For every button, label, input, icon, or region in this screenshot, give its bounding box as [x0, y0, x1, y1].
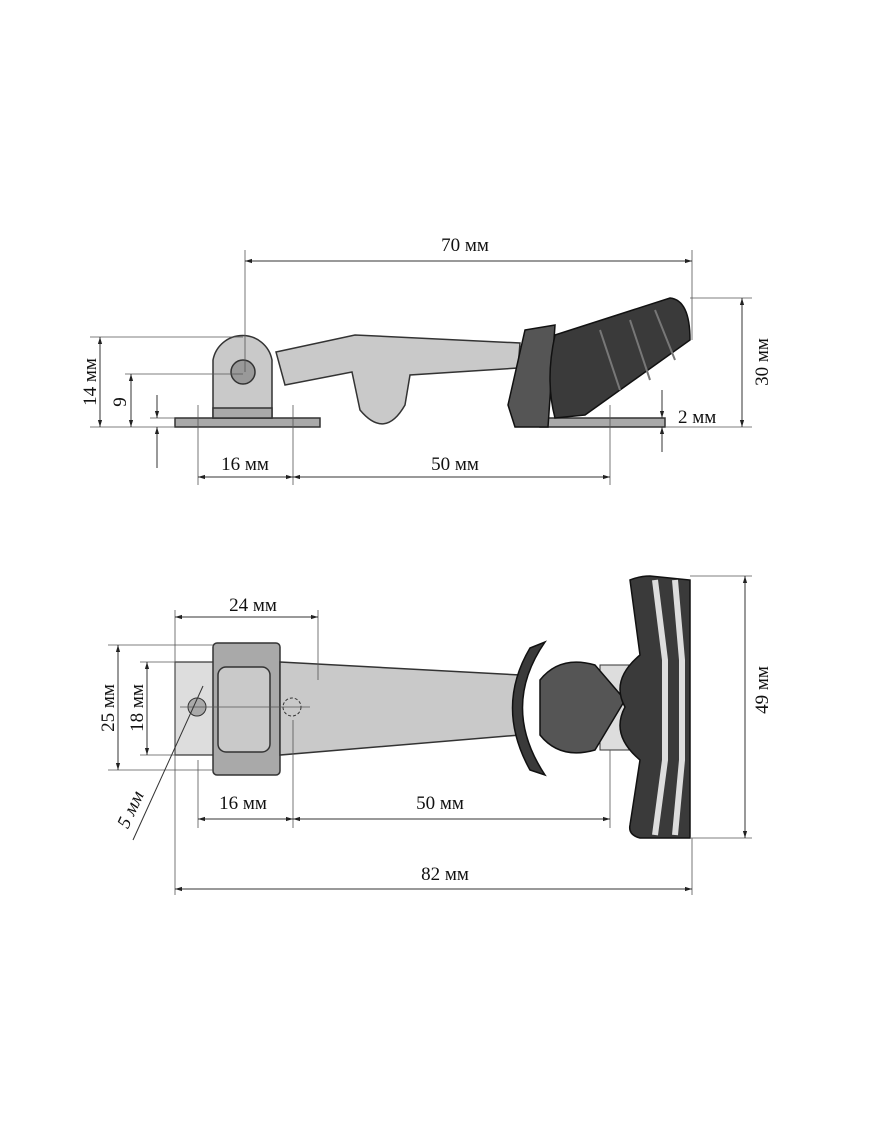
handle-ribs — [599, 309, 676, 391]
dim-overall-length-top: 82 мм — [421, 864, 469, 885]
dim-hole-spacing: 50 мм — [431, 454, 479, 475]
side-view: 70 мм 30 мм 14 мм 9 2 мм 16 мм 50 мм — [80, 235, 773, 485]
top-view: 24 мм 25 мм 18 мм 5 мм 16 мм 50 мм 82 мм… — [98, 575, 773, 895]
catch-hook — [539, 661, 626, 754]
t-handle — [619, 575, 691, 839]
dim-overall-length: 70 мм — [441, 235, 489, 256]
dim-height: 30 мм — [752, 338, 773, 386]
rubber-seal — [511, 640, 548, 777]
dim-hinge-length: 24 мм — [229, 595, 277, 616]
dim-hole-spacing-y: 18 мм — [127, 684, 148, 732]
dim-pivot-height: 9 — [110, 397, 131, 407]
dim-hole-spacing-top: 50 мм — [416, 793, 464, 814]
hinge-barrel — [217, 666, 271, 753]
dim-plate-width: 25 мм — [98, 684, 119, 732]
hinge-tab-base — [212, 407, 273, 419]
lever-arm — [275, 334, 521, 425]
pivot-hole — [230, 359, 256, 385]
dim-hole-diameter: 5 мм — [113, 788, 148, 832]
dim-pivot-height-total: 14 мм — [80, 358, 101, 406]
dim-handle-width: 49 мм — [752, 666, 773, 714]
dim-plate-thickness: 2 мм — [678, 407, 716, 428]
dim-leader-hole — [132, 685, 204, 841]
rubber-handle — [549, 297, 691, 419]
t-handle-highlight — [652, 579, 685, 836]
left-base-plate — [174, 417, 321, 428]
dim-base-width: 16 мм — [221, 454, 269, 475]
lever-arm-top — [279, 661, 521, 756]
catch-block — [507, 324, 556, 428]
right-base-plate — [539, 417, 666, 428]
dim-base-width-top: 16 мм — [219, 793, 267, 814]
